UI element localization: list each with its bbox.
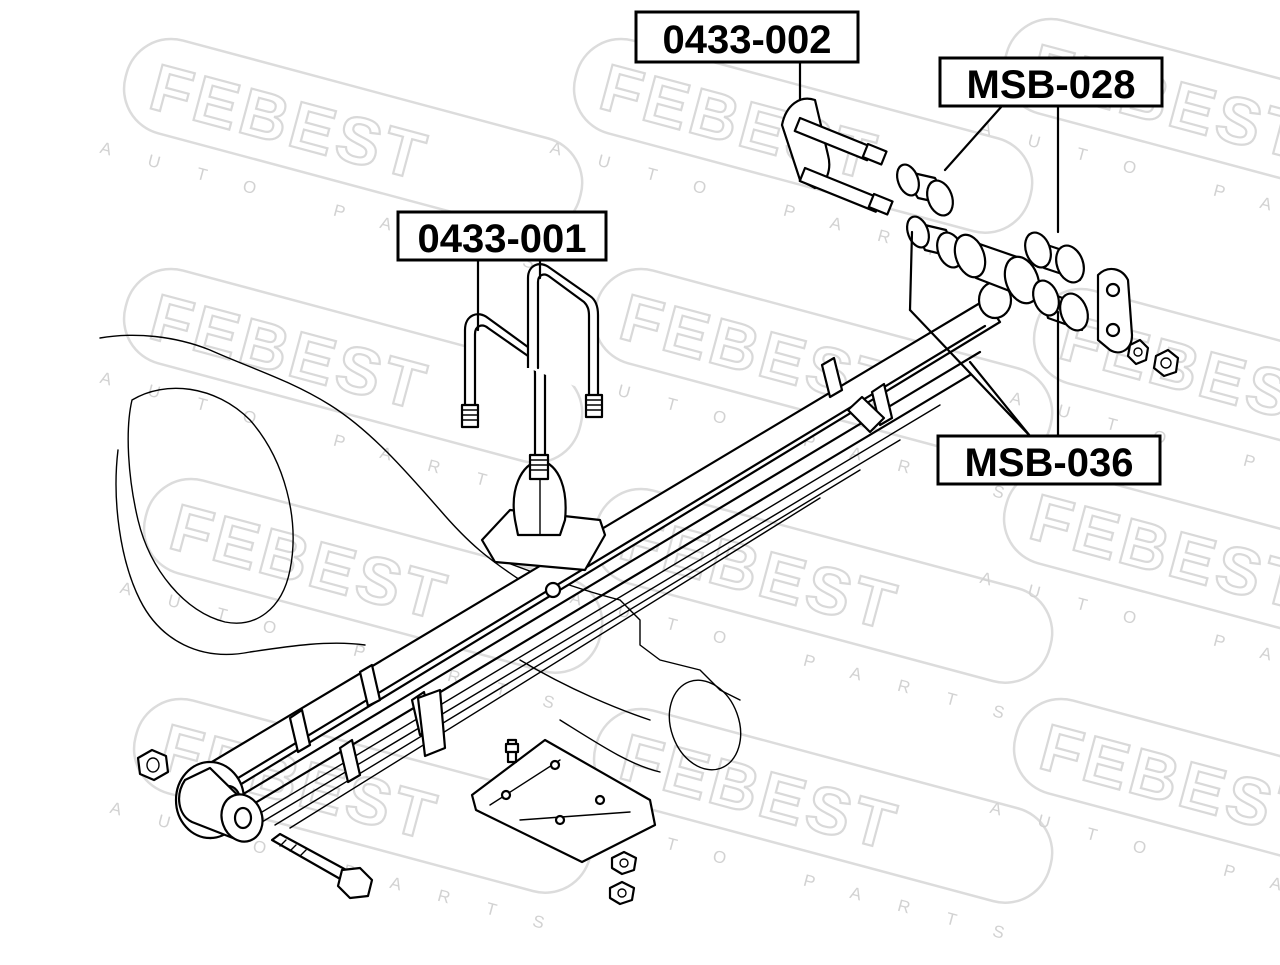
shackle-side-plate: [1096, 267, 1134, 354]
bump-stop: [480, 458, 607, 599]
label-0433-001[interactable]: 0433-001: [396, 210, 608, 262]
axle-housing: [499, 559, 742, 773]
label-0433-002[interactable]: 0433-002: [634, 10, 860, 64]
leader-lines: [476, 60, 1060, 438]
spring-seat-plate: [470, 738, 657, 864]
shackle-plate: [780, 97, 894, 216]
spring-clip: [820, 356, 894, 434]
label-MSB-028[interactable]: MSB-028: [938, 56, 1164, 108]
label-MSB-036[interactable]: MSB-036: [936, 434, 1162, 486]
hex-nut: [608, 880, 636, 906]
hex-nut: [136, 748, 170, 782]
watermark: FEBEST AUTO PARTS: [978, 17, 1280, 263]
hanger-bolt: [270, 832, 374, 900]
part-number-text: MSB-036: [965, 441, 1134, 485]
tire-outline: [99, 334, 521, 656]
hex-nut: [1126, 338, 1150, 366]
bushing: [1024, 231, 1085, 284]
spring-clip: [288, 708, 362, 784]
part-number-text: 0433-002: [662, 18, 831, 62]
part-number-text: 0433-001: [417, 217, 586, 261]
hex-nut: [1152, 348, 1180, 378]
u-bolt: [526, 263, 604, 419]
bushing: [953, 233, 1041, 305]
u-bolt: [460, 313, 550, 481]
spring-clip: [358, 663, 447, 758]
bushing: [1032, 279, 1089, 332]
hex-nut: [610, 850, 638, 876]
bushing: [896, 163, 954, 217]
bushing: [178, 766, 264, 843]
part-number-text: MSB-028: [967, 63, 1136, 107]
